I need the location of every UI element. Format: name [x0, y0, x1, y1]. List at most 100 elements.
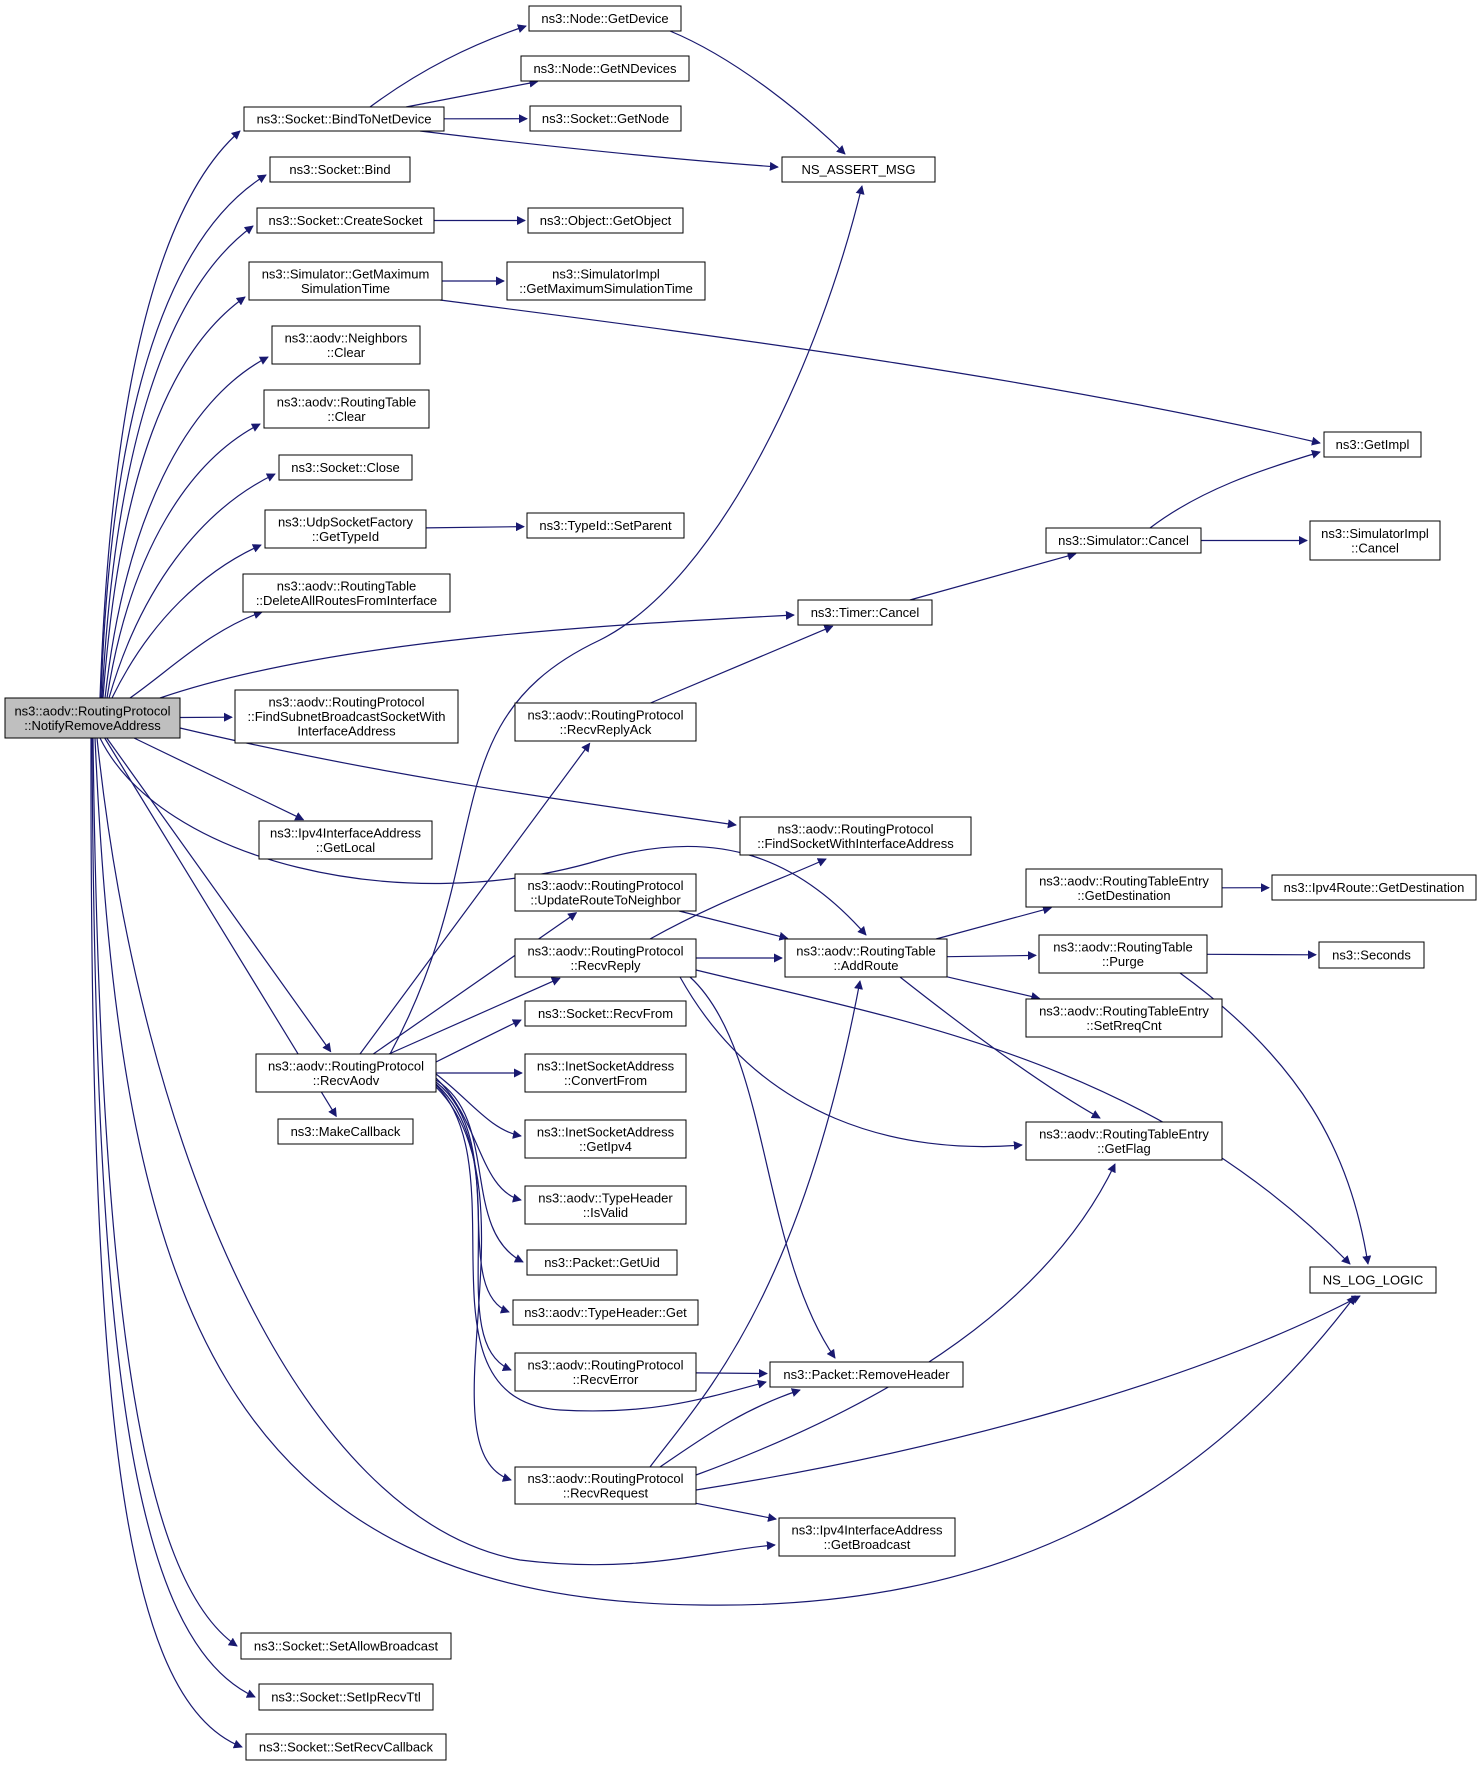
node-label: ns3::aodv::RoutingProtocol — [527, 707, 683, 722]
node-recvAodv[interactable]: ns3::aodv::RoutingProtocol::RecvAodv — [255, 1053, 437, 1093]
edge-simGetMax-to-getImpl — [439, 299, 1321, 446]
edge-root-to-setAllowBcast — [92, 737, 238, 1647]
node-nodeGetDevice[interactable]: ns3::Node::GetDevice — [528, 5, 682, 32]
node-label: ns3::aodv::Neighbors — [285, 330, 408, 345]
node-box — [1318, 941, 1425, 969]
node-removeHeader[interactable]: ns3::Packet::RemoveHeader — [769, 1361, 964, 1388]
node-rteGetDest[interactable]: ns3::aodv::RoutingTableEntry::GetDestina… — [1025, 868, 1223, 908]
node-deleteAll[interactable]: ns3::aodv::RoutingTable::DeleteAllRoutes… — [242, 573, 451, 613]
node-label: ::SetRreqCnt — [1086, 1018, 1162, 1033]
node-box — [778, 1517, 956, 1557]
node-root[interactable]: ns3::aodv::RoutingProtocol::NotifyRemove… — [4, 697, 181, 739]
edge-root-to-timerCancel — [159, 610, 795, 699]
edge-root-to-setIpRecvTtl — [91, 737, 256, 1698]
node-getBroadcast[interactable]: ns3::Ipv4InterfaceAddress::GetBroadcast — [778, 1517, 956, 1557]
edge-recvReply-to-removeHeader — [689, 976, 836, 1359]
node-box — [524, 1053, 687, 1093]
edge-bindToNet-to-nsAssert — [419, 130, 779, 171]
edge-recvRequest-to-nsLogLogic — [695, 1295, 1361, 1491]
node-label: ns3::Timer::Cancel — [811, 605, 920, 620]
node-setIpRecvTtl[interactable]: ns3::Socket::SetIpRecvTtl — [258, 1683, 434, 1711]
edge-root-to-recvAodv — [106, 737, 332, 1053]
node-recvReplyAck[interactable]: ns3::aodv::RoutingProtocol::RecvReplyAck — [514, 702, 697, 742]
node-simCancel[interactable]: ns3::Simulator::Cancel — [1045, 527, 1202, 554]
node-ipv4RouteGetDest[interactable]: ns3::Ipv4Route::GetDestination — [1271, 874, 1477, 901]
node-box — [528, 5, 682, 32]
node-bind[interactable]: ns3::Socket::Bind — [269, 156, 411, 183]
node-objGetObject[interactable]: ns3::Object::GetObject — [527, 207, 684, 234]
node-box — [263, 389, 430, 429]
node-sockRecvFrom[interactable]: ns3::Socket::RecvFrom — [524, 1000, 687, 1027]
node-rteSetRreqCnt[interactable]: ns3::aodv::RoutingTableEntry::SetRreqCnt — [1025, 998, 1223, 1038]
edge-root-to-nsLogLogic — [94, 737, 1356, 1606]
node-recvRequest[interactable]: ns3::aodv::RoutingProtocol::RecvRequest — [514, 1466, 697, 1505]
node-nsLogLogic[interactable]: NS_LOG_LOGIC — [1309, 1266, 1437, 1294]
edge-recvAodv-to-recvReply — [388, 977, 561, 1055]
node-findSocket[interactable]: ns3::aodv::RoutingProtocol::FindSocketWi… — [739, 816, 972, 856]
node-box — [234, 689, 459, 744]
node-simGetMax[interactable]: ns3::Simulator::GetMaximumSimulationTime — [248, 261, 443, 301]
node-simImplCancel[interactable]: ns3::SimulatorImpl::Cancel — [1309, 520, 1441, 561]
node-box — [245, 1733, 447, 1761]
node-seconds[interactable]: ns3::Seconds — [1318, 941, 1425, 969]
node-sockClose[interactable]: ns3::Socket::Close — [278, 454, 413, 481]
node-getLocal[interactable]: ns3::Ipv4InterfaceAddress::GetLocal — [258, 820, 433, 860]
node-box — [526, 1249, 678, 1276]
edge-root-to-findSocket — [179, 727, 737, 829]
edge-rtPurge-to-nsLogLogic — [1179, 972, 1372, 1265]
node-getImpl[interactable]: ns3::GetImpl — [1323, 431, 1422, 458]
edge-root-to-makeCallback — [104, 737, 337, 1118]
node-box — [514, 873, 697, 912]
node-setAllowBcast[interactable]: ns3::Socket::SetAllowBroadcast — [240, 1632, 452, 1660]
node-box — [512, 1299, 699, 1326]
edge-root-to-rtClear — [106, 423, 261, 699]
edge-recvReplyAck-to-timerCancel — [650, 625, 834, 704]
node-pktGetUid[interactable]: ns3::Packet::GetUid — [526, 1249, 678, 1276]
node-label: ::GetBroadcast — [824, 1537, 911, 1552]
node-sockGetNode[interactable]: ns3::Socket::GetNode — [529, 105, 682, 132]
node-label: ::RecvError — [573, 1372, 639, 1387]
node-updateRoute[interactable]: ns3::aodv::RoutingProtocol::UpdateRouteT… — [514, 873, 697, 912]
edge-recvAodv-to-removeHeader — [435, 1084, 767, 1412]
edge-addRoute-to-rteGetDest — [935, 905, 1052, 940]
node-label: ::RecvRequest — [563, 1485, 649, 1500]
node-label: ns3::Seconds — [1332, 948, 1411, 963]
node-typeHeaderGet[interactable]: ns3::aodv::TypeHeader::Get — [512, 1299, 699, 1326]
node-label: ::GetDestination — [1077, 888, 1170, 903]
edge-root-to-getBroadcast — [96, 737, 776, 1566]
node-label: ::Purge — [1102, 954, 1144, 969]
node-simImplGetMax[interactable]: ns3::SimulatorImpl::GetMaximumSimulation… — [506, 261, 706, 301]
node-label: ::Cancel — [1351, 540, 1399, 555]
node-box — [514, 1352, 697, 1392]
node-findSubnet[interactable]: ns3::aodv::RoutingProtocol::FindSubnetBr… — [234, 689, 459, 744]
edge-udpGetTypeId-to-typeIdSetParent — [425, 522, 525, 532]
node-bindToNet[interactable]: ns3::Socket::BindToNetDevice — [243, 106, 445, 132]
node-rteGetFlag[interactable]: ns3::aodv::RoutingTableEntry::GetFlag — [1025, 1121, 1223, 1161]
edge-simCancel-to-getImpl — [1149, 450, 1321, 529]
node-box — [1025, 1121, 1223, 1161]
node-nodeGetN[interactable]: ns3::Node::GetNDevices — [520, 55, 690, 82]
edge-recvReply-to-findSocket — [649, 858, 827, 940]
node-makeCallback[interactable]: ns3::MakeCallback — [277, 1118, 414, 1145]
node-addRoute[interactable]: ns3::aodv::RoutingTable::AddRoute — [784, 938, 948, 978]
node-recvReply[interactable]: ns3::aodv::RoutingProtocol::RecvReply — [514, 938, 697, 978]
node-setRecvCb[interactable]: ns3::Socket::SetRecvCallback — [245, 1733, 447, 1761]
edge-nodeGetDevice-to-nsAssert — [669, 30, 846, 155]
node-box — [1038, 934, 1208, 974]
node-box — [1309, 520, 1441, 561]
node-nsAssert[interactable]: NS_ASSERT_MSG — [781, 156, 936, 183]
node-recvError[interactable]: ns3::aodv::RoutingProtocol::RecvError — [514, 1352, 697, 1392]
node-convertFrom[interactable]: ns3::InetSocketAddress::ConvertFrom — [524, 1053, 687, 1093]
node-createSocket[interactable]: ns3::Socket::CreateSocket — [256, 207, 435, 234]
node-timerCancel[interactable]: ns3::Timer::Cancel — [797, 599, 933, 626]
node-isValid[interactable]: ns3::aodv::TypeHeader::IsValid — [524, 1185, 687, 1225]
node-udpGetTypeId[interactable]: ns3::UdpSocketFactory::GetTypeId — [264, 509, 427, 549]
node-label: ::GetLocal — [316, 840, 375, 855]
node-rtClear[interactable]: ns3::aodv::RoutingTable::Clear — [263, 389, 430, 429]
node-neighborsClear[interactable]: ns3::aodv::Neighbors::Clear — [271, 325, 421, 365]
node-typeIdSetParent[interactable]: ns3::TypeId::SetParent — [526, 512, 685, 539]
node-rtPurge[interactable]: ns3::aodv::RoutingTable::Purge — [1038, 934, 1208, 974]
node-label: ns3::Simulator::Cancel — [1058, 533, 1189, 548]
node-getIpv4[interactable]: ns3::InetSocketAddress::GetIpv4 — [524, 1119, 687, 1159]
nodes-layer: ns3::aodv::RoutingProtocol::NotifyRemove… — [4, 5, 1477, 1761]
